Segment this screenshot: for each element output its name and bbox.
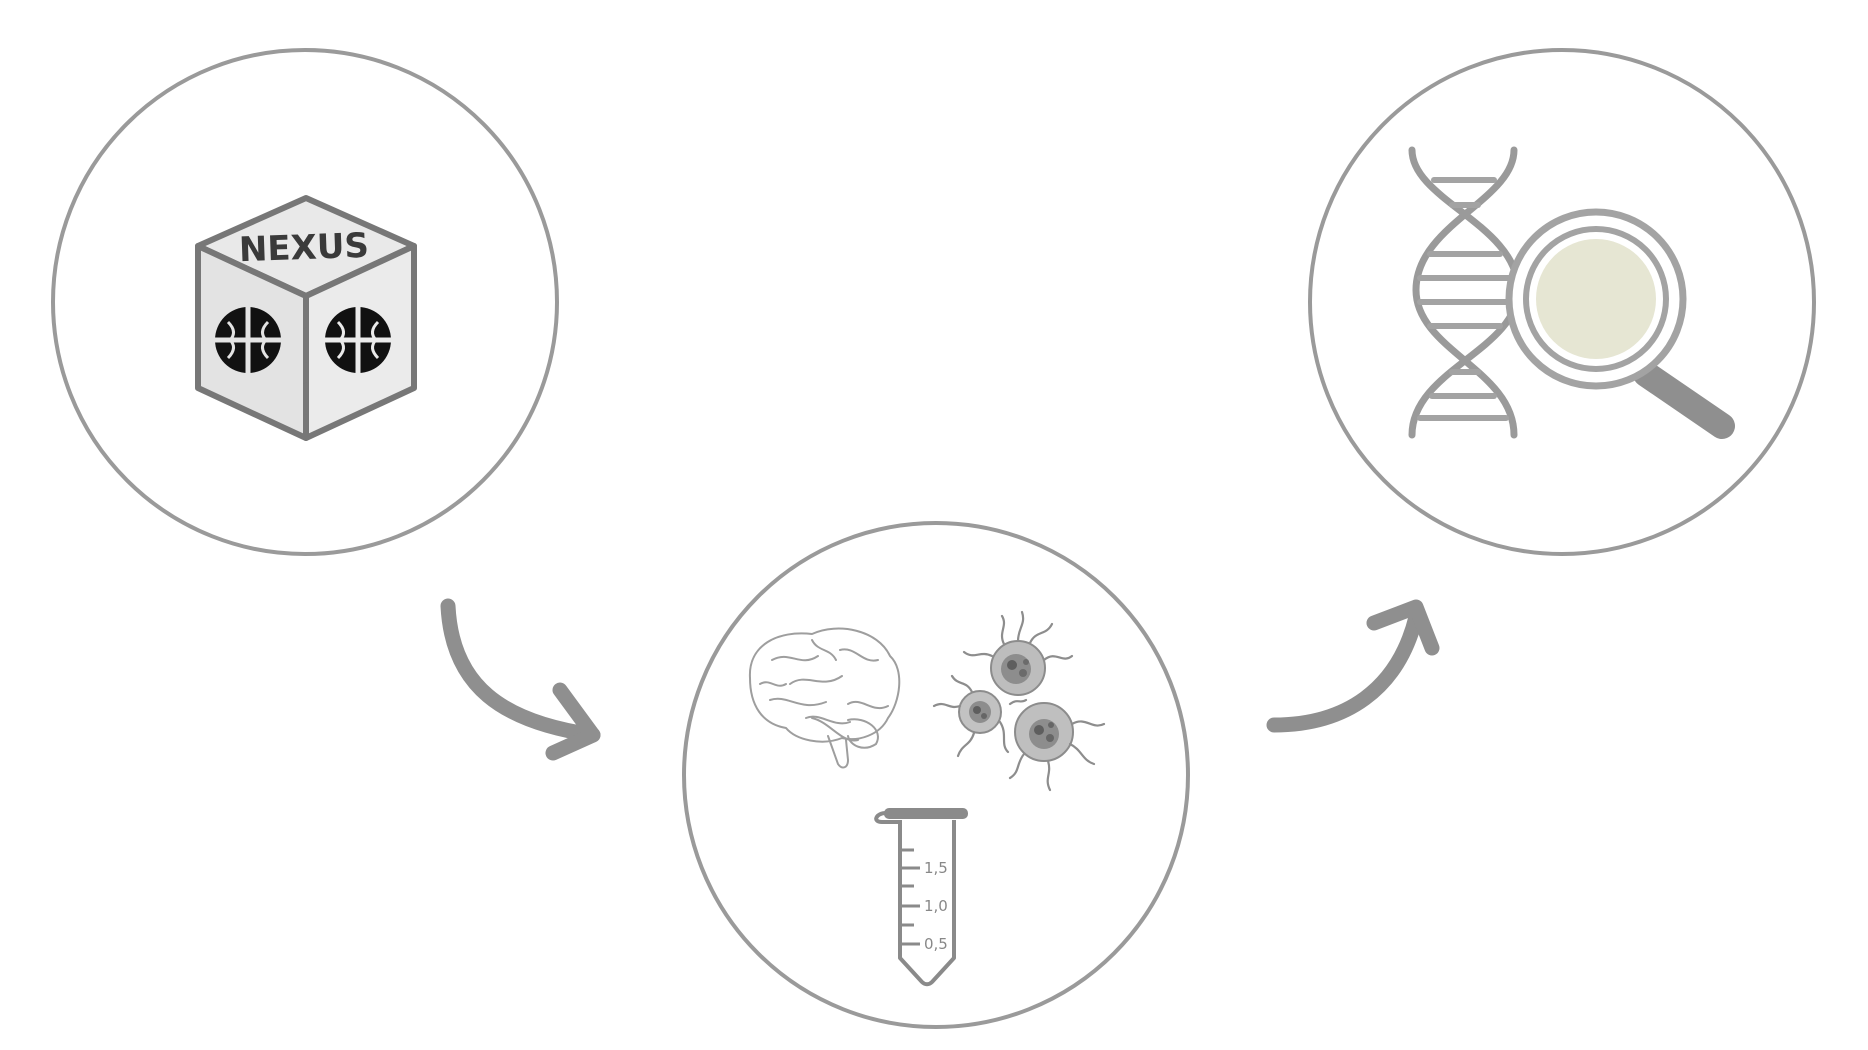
- stage-2-samples: 1,5 1,0 0,5: [684, 523, 1188, 1027]
- nexus-logo-text: NEXUS: [238, 226, 369, 271]
- stage-3-analysis: [1310, 50, 1814, 554]
- arrow-2-curve: [1274, 617, 1416, 725]
- nexus-emblem-left: [215, 307, 281, 373]
- stage-1-nexus: NEXUS: [53, 50, 557, 554]
- tube-label-1-0: 1,0: [924, 897, 948, 915]
- magnifier-lens: [1536, 239, 1656, 359]
- tube-label-1-5: 1,5: [924, 859, 948, 877]
- nexus-emblem-right: [325, 307, 391, 373]
- tube-label-0-5: 0,5: [924, 935, 948, 953]
- nexus-cube-icon: NEXUS: [198, 198, 414, 438]
